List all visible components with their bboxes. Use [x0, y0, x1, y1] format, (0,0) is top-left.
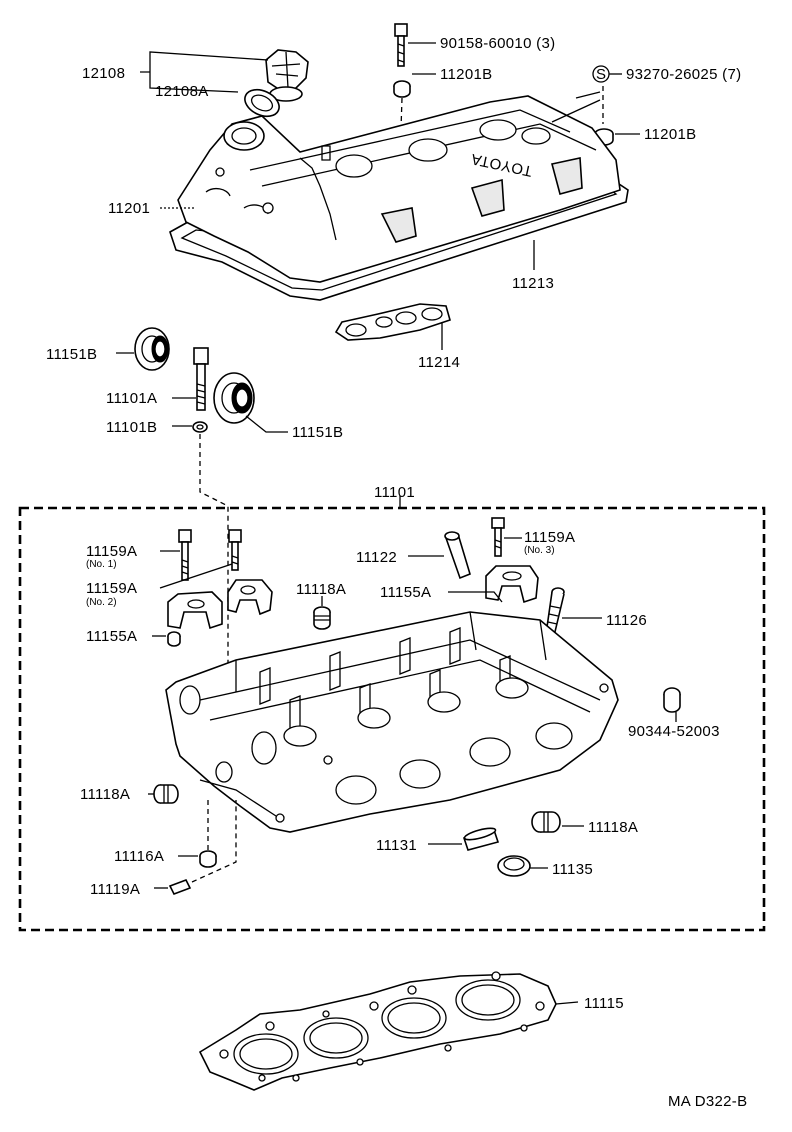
cylinder-head-cover [169, 95, 629, 301]
label-11159A-no1: 11159A [86, 543, 137, 560]
oil-filler-cap [265, 49, 309, 102]
seal-11135 [497, 855, 531, 877]
plug-left [153, 784, 179, 804]
oil-seal-left [134, 327, 170, 371]
head-bolt [193, 347, 209, 411]
label-11155A-right: 11155A [380, 584, 431, 601]
label-93270: 93270-26025 (7) [626, 66, 741, 83]
label-11159A-no3: 11159A [524, 529, 575, 546]
label-12108: 12108 [82, 65, 125, 82]
label-11119A: 11119A [90, 881, 140, 898]
label-11118A-left: 11118A [80, 786, 130, 803]
label-11126: 11126 [606, 612, 647, 629]
label-11201B-right: 11201B [644, 126, 696, 143]
label-11135: 11135 [552, 861, 593, 878]
plug-90344 [663, 687, 681, 713]
plug-right [531, 811, 561, 833]
label-11101A: 11101A [106, 390, 157, 407]
label-11118A-top: 11118A [296, 581, 346, 598]
note-11159A-no2: (No. 2) [86, 597, 117, 608]
reference-code: MA D322-B [668, 1093, 747, 1110]
label-11155A-left: 11155A [86, 628, 137, 645]
label-90158: 90158-60010 (3) [440, 35, 555, 52]
label-11151B-right: 11151B [292, 424, 343, 441]
label-11159A-no2: 11159A [86, 580, 137, 597]
cylinder-head [165, 611, 619, 833]
cam-cap-bolt-1 [178, 529, 192, 581]
label-11116A: 11116A [114, 848, 164, 865]
label-12108A: 12108A [155, 83, 209, 100]
note-11159A-no1: (No. 1) [86, 559, 117, 570]
label-11201B-top: 11201B [440, 66, 492, 83]
label-11118A-right: 11118A [588, 819, 638, 836]
dowel-pin-left [167, 631, 181, 647]
pin-11119A [168, 878, 192, 896]
oil-filler-gasket [244, 88, 280, 118]
cam-cap-bolt-2 [228, 529, 242, 571]
label-11214: 11214 [418, 354, 460, 371]
bearing-cap-left [167, 579, 273, 630]
oil-seal-right [213, 372, 255, 424]
plug-tube-gasket [334, 303, 451, 341]
cover-bolt [394, 23, 408, 67]
seal-11131 [462, 827, 500, 851]
label-90344: 90344-52003 [628, 723, 720, 740]
label-11213: 11213 [512, 275, 554, 292]
label-11131: 11131 [376, 837, 417, 854]
label-11101B: 11101B [106, 419, 157, 436]
dowel-11116A [199, 850, 217, 868]
label-11115: 11115 [584, 995, 624, 1012]
label-11101: 11101 [374, 484, 415, 501]
grommet-top [393, 80, 411, 98]
label-11151B-left: 11151B [46, 346, 97, 363]
plug-tube-11122 [444, 531, 471, 580]
label-11201: 11201 [108, 200, 150, 217]
note-11159A-no3: (No. 3) [524, 545, 555, 556]
cam-cap-bolt-3 [491, 517, 505, 557]
label-special-symbol: S [596, 66, 606, 83]
plug-top [313, 606, 331, 630]
label-11122: 11122 [356, 549, 397, 566]
bearing-cap-right [485, 565, 539, 604]
assembly-outline [18, 506, 766, 932]
head-gasket [198, 971, 557, 1091]
bolt-washer [192, 421, 208, 433]
